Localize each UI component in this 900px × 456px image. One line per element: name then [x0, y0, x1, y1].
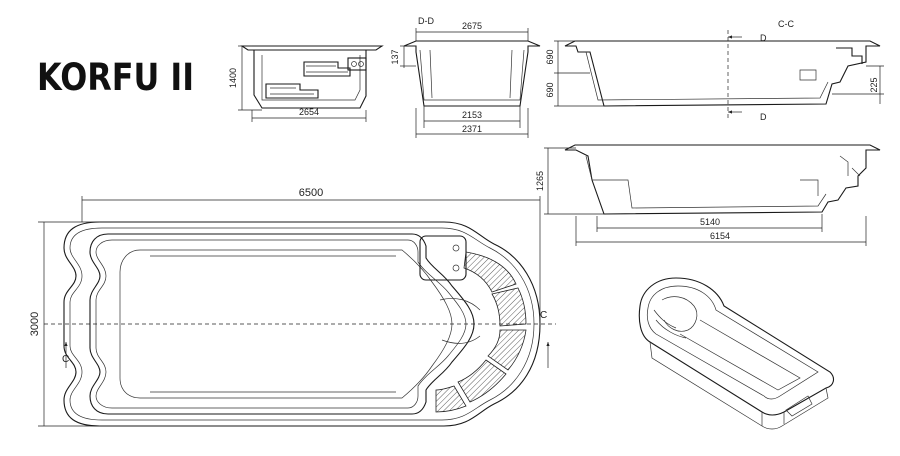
- label-section-dd: D-D: [418, 16, 434, 26]
- label-c-right: C: [540, 310, 547, 321]
- dim-dd-bottom: 2153: [462, 110, 482, 120]
- label-c-left: C: [62, 354, 69, 365]
- section-cc: [554, 30, 884, 118]
- dim-dd-top-width: 2675: [462, 21, 482, 31]
- label-d-top: D: [760, 33, 767, 43]
- plan-view: [38, 196, 556, 427]
- dim-long-total: 6154: [710, 231, 730, 241]
- dim-plan-length: 6500: [299, 187, 323, 199]
- dim-long-floor: 5140: [700, 217, 720, 227]
- dim-dd-total: 2371: [462, 124, 482, 134]
- label-d-bottom: D: [760, 112, 767, 122]
- dim-dd-step: 137: [390, 49, 400, 64]
- section-dd: [400, 28, 541, 138]
- dim-long-height: 1265: [535, 171, 545, 191]
- dim-side-width: 2654: [299, 107, 319, 117]
- side-view: [238, 45, 384, 122]
- isometric-view: [638, 277, 835, 430]
- label-section-cc: C-C: [778, 19, 794, 29]
- product-title: KORFU II: [37, 56, 195, 99]
- longitudinal-view: [544, 144, 881, 246]
- dim-side-height: 1400: [228, 68, 238, 88]
- dim-cc-bottom: 690: [545, 82, 555, 97]
- dim-plan-width: 3000: [29, 312, 41, 336]
- dim-cc-top: 690: [545, 49, 555, 64]
- dim-cc-step: 225: [869, 77, 879, 92]
